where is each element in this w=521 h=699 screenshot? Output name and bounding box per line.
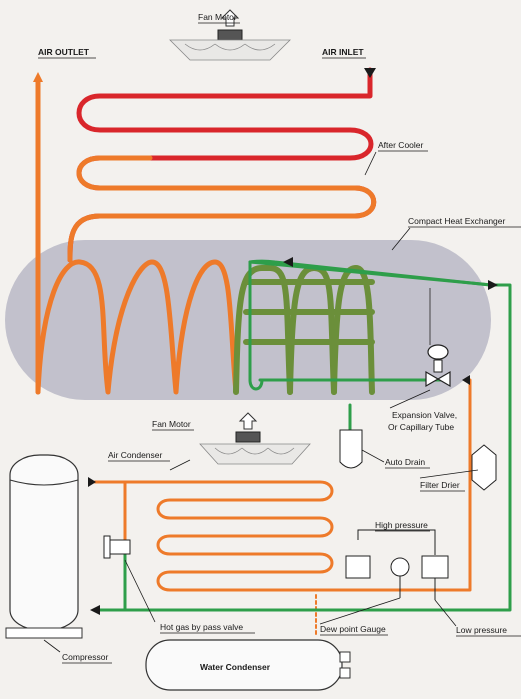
condenser-inlet-arrow-icon: [88, 477, 96, 487]
expansion-valve-icon: [425, 288, 451, 388]
capillary-tube-label: Or Capillary Tube: [388, 422, 454, 432]
air-inlet-arrow-icon: [364, 68, 376, 78]
hot-gas-bypass-valve-icon: [103, 535, 131, 559]
filter-drier-label: Filter Drier: [420, 480, 460, 490]
fan-motor-bottom-label: Fan Motor: [152, 419, 191, 429]
filter-drier-icon: [471, 444, 497, 491]
low-pressure-label: Low pressure: [456, 625, 507, 635]
refrigerant-arrow-3-icon: [90, 605, 100, 615]
hot-gas-bypass-label: Hot gas by pass valve: [160, 622, 243, 632]
air-outlet-label: AIR OUTLET: [38, 47, 90, 57]
filter-return-arrow-icon: [462, 375, 470, 385]
dew-point-gauge-label: Dew point Gauge: [320, 624, 386, 634]
top-fan-motor-icon: [169, 9, 291, 61]
air-condenser-label: Air Condenser: [108, 450, 163, 460]
fan-motor-top-label: Fan Motor: [198, 12, 237, 22]
auto-drain-icon: [339, 429, 363, 469]
high-pressure-label: High pressure: [375, 520, 428, 530]
auto-drain-label: Auto Drain: [385, 457, 425, 467]
air-inlet-label: AIR INLET: [322, 47, 364, 57]
bottom-fan-motor-icon: [199, 412, 311, 465]
leader-lines: [43, 151, 479, 653]
water-condenser-label: Water Condenser: [200, 662, 271, 672]
label-underlines: [38, 22, 521, 664]
compressor-label: Compressor: [62, 652, 108, 662]
refrigerant-arrow-1-icon: [283, 257, 293, 267]
expansion-valve-label: Expansion Valve,: [392, 410, 457, 420]
air-path: [35, 67, 472, 637]
water-condenser-icon: [145, 639, 351, 691]
after-cooler-label: After Cooler: [378, 140, 424, 150]
air-outlet-arrow-icon: [33, 72, 43, 82]
refrigerant-arrow-2-icon: [488, 280, 498, 290]
gauges-icon: [345, 529, 449, 600]
compressor-icon: [5, 454, 83, 639]
compact-heat-exchanger-label: Compact Heat Exchanger: [408, 216, 505, 226]
